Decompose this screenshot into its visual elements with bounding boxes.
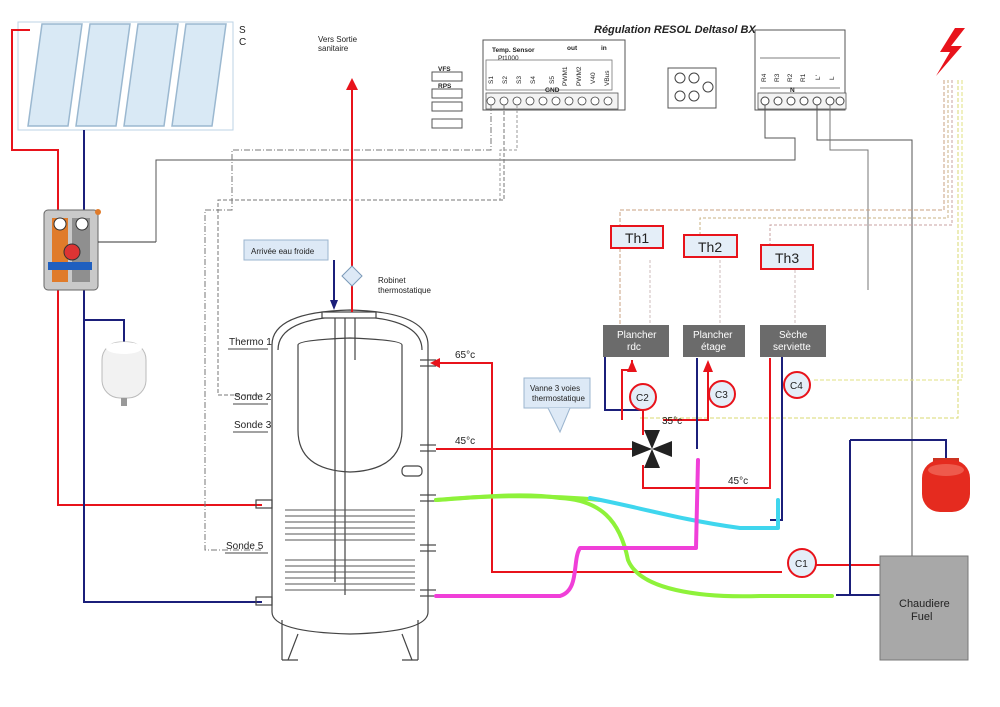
circulator-c3: C3 — [708, 380, 736, 408]
zone-rdc-line1: Plancher — [617, 330, 657, 341]
zone-plancher-rdc: Plancher rdc — [603, 325, 669, 357]
flow-arrow-icon — [703, 360, 713, 372]
thermostat-th3-label: Th3 — [775, 250, 799, 266]
boiler-label-line1: Chaudiere — [899, 598, 950, 610]
solar-collector — [17, 21, 234, 131]
thermostat-th1[interactable]: Th1 — [610, 225, 664, 249]
temp-sensor-label: Temp. Sensor — [492, 47, 535, 54]
neutral-label: N — [790, 87, 795, 94]
sonde3-label: Sonde 3 — [234, 420, 272, 431]
zone-plancher-etage: Plancher étage — [683, 325, 745, 357]
zone-rdc-line2: rdc — [627, 342, 641, 353]
heating-pipes — [430, 355, 947, 596]
solar-label-s: S — [239, 25, 246, 36]
rps-label: RPS — [438, 83, 452, 90]
circulator-c4-label: C4 — [790, 381, 803, 392]
outlet-label-line2: sanitaire — [318, 44, 349, 53]
valve-callout — [523, 377, 591, 409]
regulation-title: Régulation RESOL Deltasol BX — [594, 24, 756, 36]
cold-water-label: Arrivée eau froide — [251, 247, 315, 256]
terminal-r3: R3 — [774, 73, 781, 82]
vfs-label: VFS — [438, 66, 451, 73]
robinet-label-line1: Robinet — [378, 276, 406, 285]
boiler-expansion-vessel — [922, 458, 970, 512]
terminal-s3: S3 — [516, 76, 523, 84]
controller-wires — [155, 80, 963, 556]
power-lightning-icon — [936, 28, 965, 76]
terminal-s2: S2 — [502, 76, 509, 84]
aux-connector-2 — [431, 118, 463, 129]
thermostat-th2-label: Th2 — [698, 239, 722, 255]
thermostatic-tap-icon — [341, 265, 363, 287]
storage-tank — [255, 309, 436, 661]
relay-terminal-labels: R4 R3 R2 R1 L' L — [761, 73, 836, 82]
temp-45-left: 45°c — [455, 436, 475, 447]
terminal-s5: S5 — [549, 76, 556, 84]
terminal-l-prime: L' — [815, 75, 822, 80]
terminal-pwm2: PWM2 — [576, 66, 583, 86]
thermostat-th1-label: Th1 — [625, 230, 649, 246]
terminal-r4: R4 — [761, 73, 768, 82]
terminal-l: L — [829, 76, 836, 80]
sonde2-label: Sonde 2 — [234, 392, 272, 403]
thermostat-th2[interactable]: Th2 — [683, 234, 738, 258]
flow-arrow-icon — [627, 360, 637, 372]
robinet-label-line2: thermostatique — [378, 286, 431, 295]
gnd-label: GND — [545, 87, 560, 94]
temp-65: 65°c — [455, 350, 475, 361]
sonde5-label: Sonde 5 — [226, 541, 264, 552]
solar-loop-pipes — [11, 29, 262, 603]
boiler-fuel: Chaudiere Fuel — [879, 555, 969, 661]
outlet-label-line1: Vers Sortie — [318, 35, 358, 44]
temp-45-right: 45°c — [728, 476, 748, 487]
solar-label-c: C — [239, 37, 246, 48]
valve-label-line2: thermostatique — [532, 394, 585, 403]
thermostat-th3[interactable]: Th3 — [760, 244, 814, 270]
terminal-r1: R1 — [800, 73, 807, 82]
zone-etage-line1: Plancher — [693, 330, 733, 341]
cold-water-callout — [243, 239, 329, 261]
terminal-vbus: VBus — [604, 70, 611, 86]
circulator-c2: C2 — [629, 383, 657, 411]
aux-connector-1 — [431, 101, 463, 112]
valve-label-line1: Vanne 3 voies — [530, 384, 580, 393]
zone-seche-serviette: Sèche serviette — [760, 325, 826, 357]
out-label: out — [567, 45, 578, 52]
in-label: in — [601, 45, 607, 52]
circulator-c4: C4 — [783, 371, 811, 399]
sensor-terminal-labels: S1 S2 S3 S4 S5 PWM1 PWM2 V40 VBus — [488, 66, 611, 86]
zone-seche-line1: Sèche — [779, 330, 808, 341]
terminal-s1: S1 — [488, 76, 495, 84]
circulator-c1: C1 — [787, 548, 817, 578]
three-way-valve — [632, 430, 672, 468]
circulator-c3-label: C3 — [715, 390, 728, 401]
zone-etage-line2: étage — [701, 342, 726, 353]
rps-connector — [431, 88, 463, 99]
valve-callout-pointer — [547, 407, 571, 434]
tank-heat-exchanger — [285, 509, 415, 591]
vfs-connector — [431, 71, 463, 82]
outlet-arrow-icon — [346, 78, 358, 90]
colored-hydraulic-pipes — [434, 458, 834, 599]
thermo1-label: Thermo 1 — [229, 337, 272, 348]
circulator-c2-label: C2 — [636, 393, 649, 404]
inlet-arrow-icon — [330, 300, 338, 310]
temp-35: 35°c — [662, 416, 682, 427]
controller-relay-block — [754, 29, 847, 111]
terminal-r2: R2 — [787, 73, 794, 82]
solar-expansion-vessel — [101, 341, 147, 406]
terminal-pwm1: PWM1 — [562, 66, 569, 86]
terminal-v40: V40 — [590, 72, 597, 84]
solar-pump-station — [43, 209, 101, 291]
zone-seche-line2: serviette — [773, 342, 811, 353]
terminal-s4: S4 — [530, 76, 537, 84]
pt1000-label: Pt1000 — [498, 55, 519, 62]
boiler-label-line2: Fuel — [911, 611, 932, 623]
controller-middle-terminals — [667, 67, 717, 109]
circulator-c1-label: C1 — [795, 559, 808, 570]
